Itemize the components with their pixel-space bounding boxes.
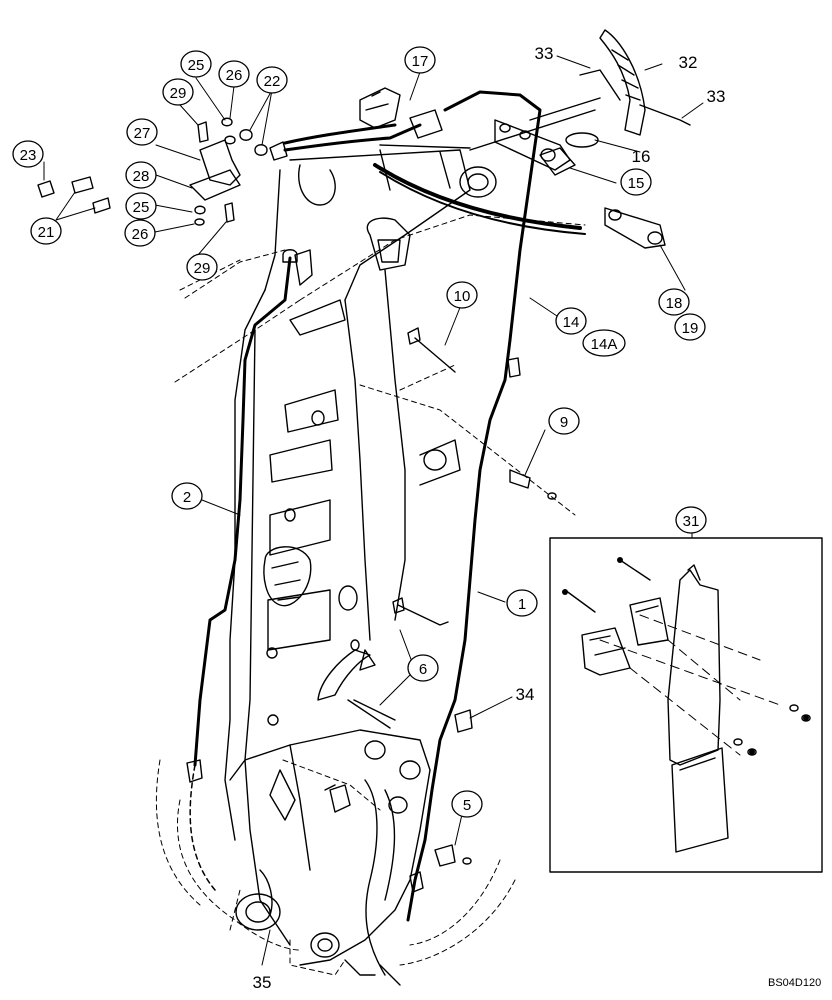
upper-hose-assembly: [269, 87, 586, 235]
callout-number: 21: [38, 224, 55, 241]
callout-number: 35: [253, 973, 272, 992]
callout-2: 2: [171, 482, 203, 510]
callout-circle: [125, 161, 157, 189]
callout-34: 34: [516, 685, 535, 704]
callout-circle: [404, 46, 436, 74]
callout-number: 6: [419, 661, 427, 678]
callout-5: 5: [451, 790, 483, 818]
callout-circle: [186, 253, 218, 281]
callout-number: 28: [133, 168, 150, 185]
callout-22: 22: [256, 66, 288, 94]
callout-number: 31: [683, 513, 700, 530]
lower-linkage: [229, 729, 431, 986]
callout-19: 19: [674, 313, 706, 341]
callout-number: 14: [563, 314, 580, 331]
callout-circle: [256, 66, 288, 94]
callout-circle: [548, 407, 580, 435]
callout-number: 25: [188, 57, 205, 74]
callout-18: 18: [658, 288, 690, 316]
callout-circle: [674, 313, 706, 341]
callout-circle: [162, 78, 194, 106]
callout-number: 15: [628, 175, 645, 192]
boom-arm: [224, 149, 497, 841]
callout-33: 33: [707, 87, 726, 106]
callout-circle: [30, 217, 62, 245]
callout-6: 6: [407, 654, 439, 682]
callout-number: 26: [226, 67, 243, 84]
callout-number: 19: [682, 320, 699, 337]
callout-circle: [218, 60, 250, 88]
callout-25: 25: [180, 50, 212, 78]
callout-circle: [126, 118, 158, 146]
callout-circle: [675, 506, 707, 534]
callout-32: 32: [679, 53, 698, 72]
callout-circle: [125, 192, 157, 220]
callout-number: 33: [707, 87, 726, 106]
top-right-parts: [469, 29, 691, 249]
callout-26: 26: [218, 60, 250, 88]
callout-9: 9: [548, 407, 580, 435]
callout-23: 23: [12, 140, 44, 168]
callout-15: 15: [620, 168, 652, 196]
callout-number: 5: [463, 797, 471, 814]
callout-25: 25: [125, 192, 157, 220]
callout-number: 29: [194, 260, 211, 277]
callout-number: 29: [170, 85, 187, 102]
tube-2: [186, 249, 298, 891]
callout-number: 26: [132, 226, 149, 243]
callout-number: 33: [535, 44, 554, 63]
drawing-code: BS04D120: [768, 977, 821, 989]
fasteners: [324, 327, 557, 867]
callout-14: 14: [555, 307, 587, 335]
callout-number: 1: [518, 596, 526, 613]
callout-33: 33: [535, 44, 554, 63]
callout-35: 35: [253, 973, 272, 992]
callout-circle: [171, 482, 203, 510]
callout-21: 21: [30, 217, 62, 245]
callout-circle: [555, 307, 587, 335]
top-left-parts: [37, 117, 268, 291]
callout-number: 27: [134, 125, 151, 142]
callout-number: 32: [679, 53, 698, 72]
callout-1: 1: [506, 589, 538, 617]
solid-fills: [562, 557, 809, 755]
callout-28: 28: [125, 161, 157, 189]
callout-number: 22: [264, 73, 281, 90]
callout-circle: [506, 589, 538, 617]
leader-lines: [43, 55, 704, 966]
callout-26: 26: [124, 219, 156, 247]
callout-number: 2: [183, 489, 191, 506]
callout-circle: [124, 219, 156, 247]
callout-circle: [180, 50, 212, 78]
callout-17: 17: [404, 46, 436, 74]
callout-circle: [407, 654, 439, 682]
callout-16: 16: [632, 147, 651, 166]
callout-circle: [446, 281, 478, 309]
callout-27: 27: [126, 118, 158, 146]
callout-31: 31: [675, 506, 707, 534]
callout-number: 10: [454, 288, 471, 305]
callout-29: 29: [162, 78, 194, 106]
callout-number: 17: [412, 53, 429, 70]
callout-number: 16: [632, 147, 651, 166]
callout-number: 14A: [591, 336, 618, 353]
callout-number: 23: [20, 147, 37, 164]
callout-number: 9: [560, 414, 568, 431]
callout-29: 29: [186, 253, 218, 281]
callout-circle: [582, 329, 626, 357]
callout-circle: [658, 288, 690, 316]
callout-circle: [12, 140, 44, 168]
callout-number: 34: [516, 685, 535, 704]
inset-box: [549, 537, 823, 873]
callout-number: 25: [133, 199, 150, 216]
callout-number: 18: [666, 295, 683, 312]
callout-circle: [620, 168, 652, 196]
callout-14A: 14A: [582, 329, 626, 357]
callout-10: 10: [446, 281, 478, 309]
tube-1: [406, 90, 542, 922]
callout-circle: [451, 790, 483, 818]
phantom-outline: [155, 214, 586, 976]
